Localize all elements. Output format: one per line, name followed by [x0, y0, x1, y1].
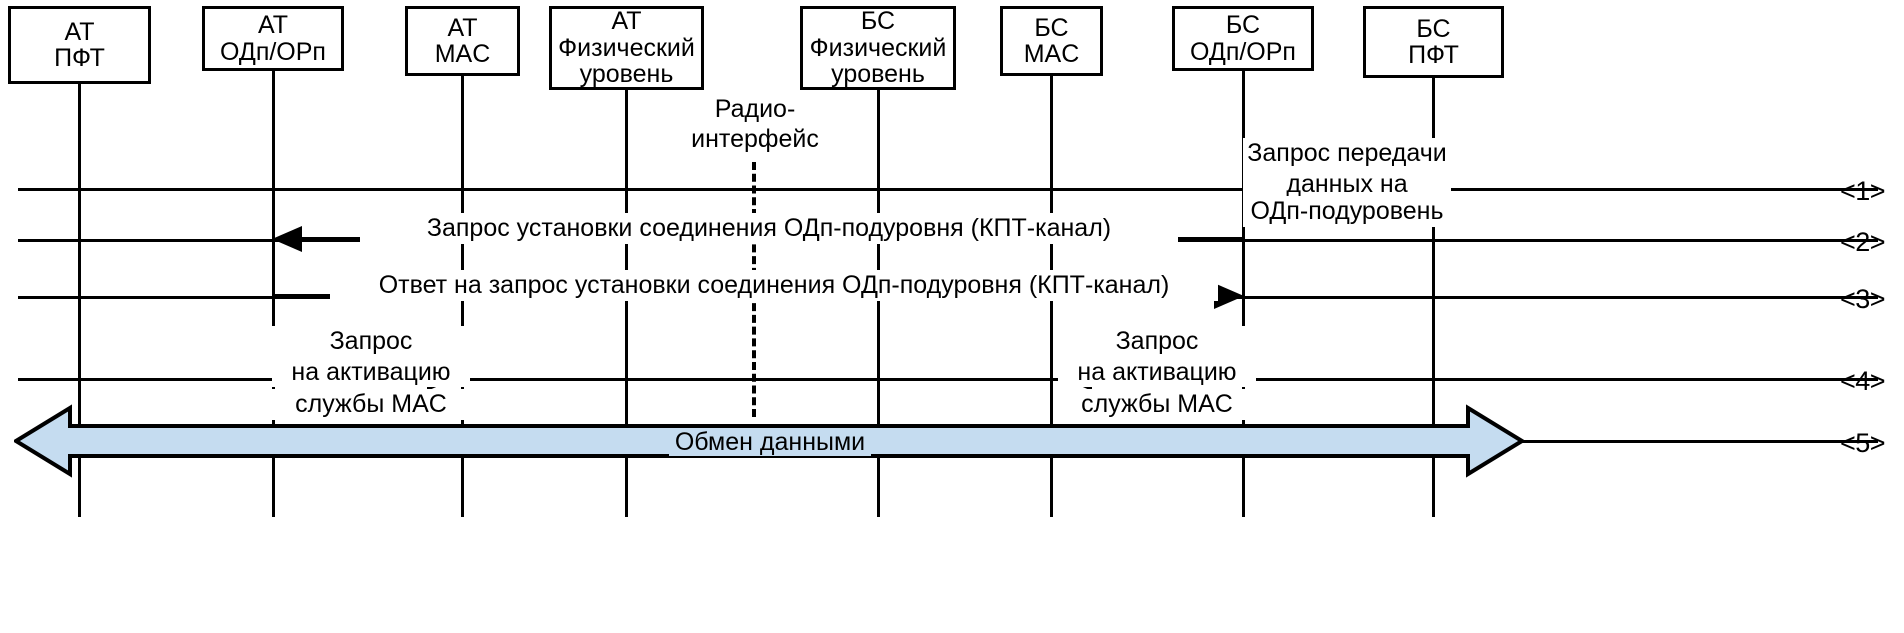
lifeline-label-line3: уровень: [579, 60, 674, 89]
lifeline-label-line2: ОДп/ОРп: [220, 37, 326, 66]
lifeline-label-line1: АТ: [447, 13, 478, 42]
lifeline-label-line2: Физический: [809, 33, 947, 62]
lifeline-label-line1: БС: [1225, 11, 1261, 39]
message-label-msg1-below: ОДп-подуровень: [1243, 196, 1451, 227]
lifeline-label-line2: ПФТ: [1408, 41, 1459, 69]
lifeline-box-bs-phy: БС Физический уровень: [800, 6, 956, 90]
step-marker-4: <4>: [1840, 366, 1886, 396]
lifeline-label-line2: ОДп/ОРп: [1190, 37, 1296, 66]
step-marker-5: <5>: [1840, 428, 1886, 458]
message-label-line1: службы MAC: [1081, 390, 1233, 418]
message-label-msg1-above: Запрос передачи данных на: [1243, 138, 1451, 199]
lifeline-label-line3: уровень: [831, 60, 925, 89]
message-label-line1: Ответ на запрос установки соединения ОДп…: [378, 271, 1170, 299]
lifeline-at-phy: [625, 90, 628, 517]
lifeline-box-bs-odp: БС ОДп/ОРп: [1172, 6, 1314, 71]
message-label-line1: Запрос: [329, 327, 413, 355]
message-label-line1: Запрос передачи: [1247, 139, 1447, 167]
lifeline-bs-phy: [877, 90, 880, 517]
step-marker-3: <3>: [1840, 284, 1886, 314]
lifeline-label-line2: Физический: [558, 33, 695, 62]
step-rule-4: [18, 378, 1878, 381]
lifeline-box-bs-pft: БС ПФТ: [1363, 6, 1504, 78]
lifeline-box-at-phy: АТ Физический уровень: [549, 6, 704, 90]
message-label-msg3: Ответ на запрос установки соединения ОДп…: [330, 270, 1218, 301]
message-label-line1: Запрос установки соединения ОДп-подуровн…: [426, 214, 1112, 242]
message-label-line1: ОДп-подуровень: [1250, 197, 1444, 225]
message-label-line1: Запрос: [1115, 327, 1199, 355]
message-label-msg2: Запрос установки соединения ОДп-подуровн…: [360, 213, 1178, 244]
step-marker-2: <2>: [1840, 227, 1886, 257]
radio-interface-label-line2: интерфейс: [691, 125, 819, 153]
message-label-line2: на активацию: [291, 357, 451, 386]
message-label-msg4a-below: службы MAC: [272, 389, 470, 420]
lifeline-box-at-mac: АТ MAC: [405, 6, 520, 76]
radio-interface-label-line1: Радио-: [714, 95, 796, 123]
radio-interface-label: Радио- интерфейс: [660, 94, 850, 154]
lifeline-label-line2: MAC: [1023, 40, 1080, 68]
message-label-line1: Обмен данными: [668, 428, 872, 456]
lifeline-label-line2: MAC: [434, 40, 491, 68]
lifeline-label-line1: БС: [1034, 13, 1069, 42]
message-label-msg4b-below: службы MAC: [1058, 389, 1256, 420]
lifeline-box-at-odp: АТ ОДп/ОРп: [202, 6, 344, 71]
step-marker-1: <1>: [1840, 176, 1886, 206]
message-label-line1: службы MAC: [295, 390, 447, 418]
message-label-msg5: Обмен данными: [560, 428, 980, 457]
message-label-line2: данных на: [1286, 169, 1408, 198]
lifeline-label-line1: БС: [1416, 14, 1451, 43]
lifeline-label-line1: БС: [860, 7, 896, 36]
lifeline-label-line1: АТ: [258, 11, 288, 39]
message-arrowhead-msg2: [272, 226, 302, 252]
lifeline-label-line1: АТ: [611, 7, 642, 36]
lifeline-box-at-pft: АТ ПФТ: [8, 6, 151, 84]
message-label-msg4b-above: Запрос на активацию: [1058, 326, 1256, 387]
message-arrowhead-msg3: [1214, 283, 1244, 309]
lifeline-label-line1: АТ: [64, 17, 95, 46]
lifeline-box-bs-mac: БС MAC: [1000, 6, 1103, 76]
lifeline-at-pft: [78, 84, 81, 517]
message-label-msg4a-above: Запрос на активацию: [272, 326, 470, 387]
message-label-line2: на активацию: [1077, 357, 1237, 386]
step-rule-1: [18, 188, 1878, 191]
lifeline-label-line2: ПФТ: [54, 44, 105, 72]
